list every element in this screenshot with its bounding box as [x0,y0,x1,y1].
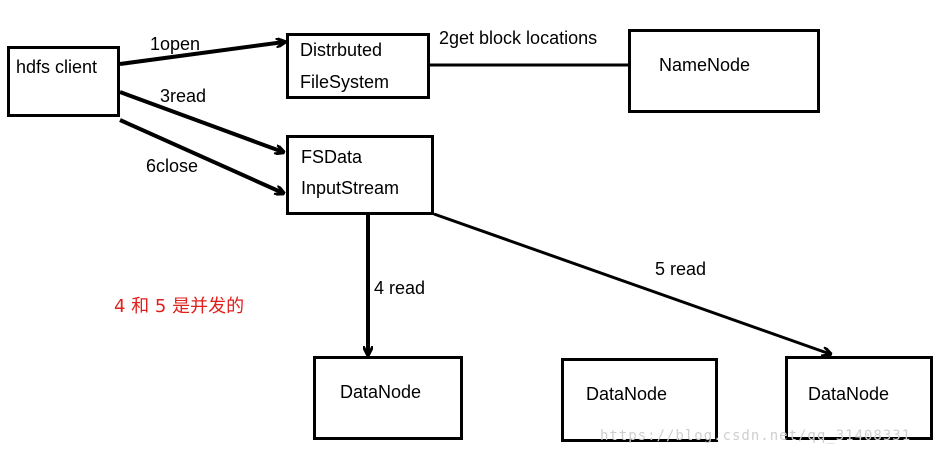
close-arrow [119,118,283,193]
read5-label: 5 read [655,259,707,279]
open-arrow [119,42,284,66]
open-label: 1open [150,34,201,54]
fsdata-inputstream-node: FSData InputStream [286,135,434,215]
get-block-locations-label: 2get block locations [439,28,598,48]
datanode-2: DataNode [561,358,718,442]
read5-arrow [433,212,830,354]
datanode-3: DataNode [785,356,933,440]
hdfs-client-label: hdfs client [16,57,98,77]
datanode-1: DataNode [313,356,463,440]
datanode-2-label: DataNode [586,384,668,404]
datanode-1-label: DataNode [340,382,422,402]
hdfs-client-node: hdfs client [7,46,120,117]
datanode-3-label: DataNode [808,384,890,404]
read3-label: 3read [160,86,207,106]
dfs-label-line2: FileSystem [300,72,390,92]
namenode-label: NameNode [659,55,751,75]
fsdis-label-line2: InputStream [301,178,400,198]
concurrency-note: 4 和 5 是并发的 [114,296,245,317]
close-label: 6close [146,156,199,176]
read3-arrow [119,90,283,152]
fsdis-label-line1: FSData [301,147,363,167]
read4-label: 4 read [374,278,426,298]
watermark: https://blog.csdn.net/qq_31408331 [600,428,912,444]
dfs-label-line1: Distrbuted [300,40,383,60]
distributed-filesystem-node: Distrbuted FileSystem [286,33,430,99]
namenode-node: NameNode [628,29,820,113]
